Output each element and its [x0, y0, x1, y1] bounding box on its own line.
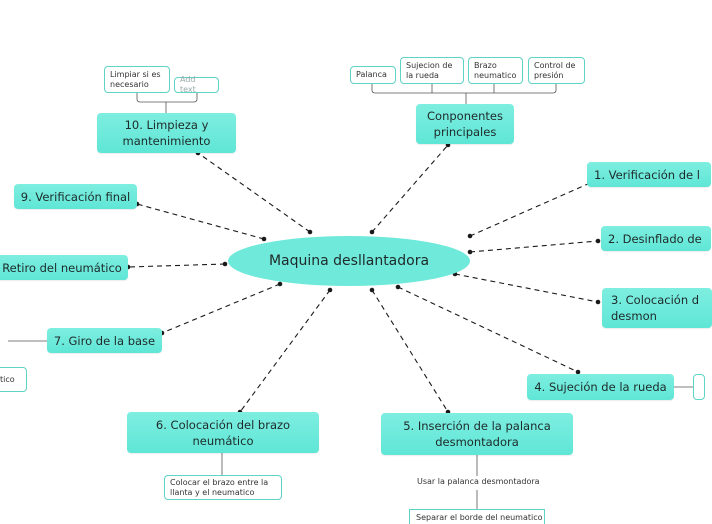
add-text-placeholder[interactable]: Add text	[174, 75, 219, 94]
note-usar-palanca-label: Usar la palanca desmontadora	[417, 477, 540, 486]
step-9-node[interactable]: 9. Verificación final	[14, 184, 137, 209]
note-limpiar-label: Limpiar si es necesario	[110, 69, 161, 89]
step-2-label: 2. Desinflado de	[608, 231, 702, 246]
step-5-label: 5. Inserción de la palanca desmontadora	[403, 419, 551, 449]
component-item-label: Control de presión	[534, 60, 576, 80]
step-3-label: 3. Colocación d desmon	[611, 293, 700, 323]
note-separar-borde[interactable]: Separar el borde del neumatico	[409, 509, 545, 524]
step-4-node[interactable]: 4. Sujeción de la rueda	[527, 374, 674, 400]
note-usar-palanca[interactable]: Usar la palanca desmontadora	[417, 477, 540, 487]
step-3-node[interactable]: 3. Colocación d desmon	[602, 288, 712, 328]
step-10-node[interactable]: 10. Limpieza y mantenimiento	[97, 113, 236, 153]
step-7-node[interactable]: 7. Giro de la base	[47, 328, 162, 353]
central-topic[interactable]: Maquina desllantadora	[228, 236, 470, 286]
component-item-label: Sujecion de la rueda	[406, 60, 453, 80]
step-8-node[interactable]: Retiro del neumático	[0, 255, 128, 280]
step-5-node[interactable]: 5. Inserción de la palanca desmontadora	[381, 413, 573, 455]
note-colocar-brazo[interactable]: Colocar el brazo entre la llanta y el ne…	[164, 475, 282, 500]
component-item-sujecion[interactable]: Sujecion de la rueda	[400, 57, 464, 84]
add-text-label: Add text	[180, 75, 196, 94]
step-10-label: 10. Limpieza y mantenimiento	[122, 118, 211, 148]
component-item-label: Palanca	[356, 70, 387, 79]
step-7-label: 7. Giro de la base	[53, 333, 156, 348]
note-colocar-brazo-label: Colocar el brazo entre la llanta y el ne…	[170, 477, 269, 497]
note-left-cut-label: tico	[0, 374, 15, 384]
component-item-label: Brazo neumatico	[474, 60, 517, 80]
step-1-label: 1. Verificación de l	[594, 167, 700, 182]
step-6-label: 6. Colocación del brazo neumático	[155, 417, 291, 448]
components-node[interactable]: Conponentes principales	[416, 104, 514, 144]
step-4-label: 4. Sujeción de la rueda	[534, 380, 667, 394]
note-left-cut[interactable]: tico	[0, 367, 27, 392]
note-right-cut	[693, 374, 705, 400]
central-topic-label: Maquina desllantadora	[268, 253, 430, 269]
step-1-node[interactable]: 1. Verificación de l	[587, 162, 711, 187]
components-label: Conponentes principales	[427, 109, 503, 139]
step-2-node[interactable]: 2. Desinflado de	[601, 226, 711, 251]
component-item-brazo[interactable]: Brazo neumatico	[468, 57, 523, 84]
step-9-label: 9. Verificación final	[20, 189, 131, 204]
component-item-control[interactable]: Control de presión	[528, 57, 585, 84]
step-8-label: Retiro del neumático	[2, 260, 122, 275]
component-item-palanca[interactable]: Palanca	[350, 66, 396, 84]
note-limpiar[interactable]: Limpiar si es necesario	[104, 66, 170, 93]
note-separar-borde-label: Separar el borde del neumatico	[416, 513, 543, 522]
step-6-node[interactable]: 6. Colocación del brazo neumático	[127, 412, 319, 453]
